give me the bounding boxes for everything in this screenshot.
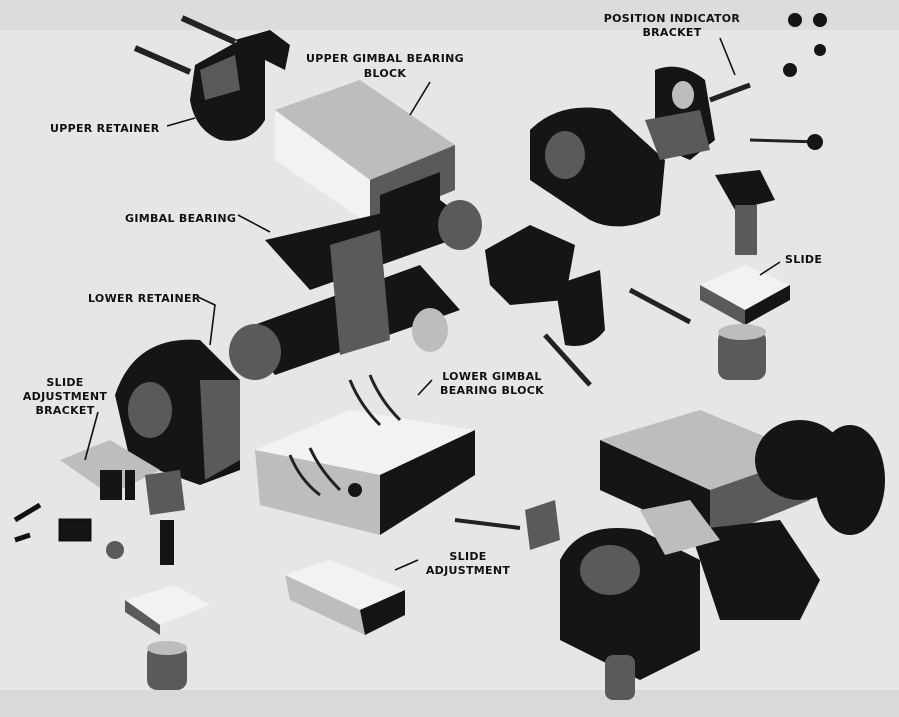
label-slide: SLIDE [785, 253, 822, 266]
lower-gimbal-bearing-block-part [255, 374, 560, 550]
label-position-indicator-bracket-2: BRACKET [642, 26, 701, 39]
label-lower-gimbal-bearing-block-2: BEARING BLOCK [440, 384, 544, 397]
label-slide-adjustment-1: SLIDE [449, 550, 486, 563]
upper-retainer-part [133, 15, 290, 141]
lower-retainer-part [115, 339, 240, 485]
right-retainer-part [485, 107, 692, 387]
label-lower-retainer: LOWER RETAINER [88, 292, 201, 305]
gimbal-bearing-part [229, 200, 482, 380]
label-lower-gimbal-bearing-block-1: LOWER GIMBAL [442, 370, 542, 383]
slide-part-right [700, 170, 790, 380]
label-slide-adjustment-bracket-2: ADJUSTMENT [23, 390, 107, 403]
label-upper-retainer: UPPER RETAINER [50, 122, 160, 135]
label-gimbal-bearing: GIMBAL BEARING [125, 212, 236, 225]
slide-adjustment-part [285, 560, 405, 635]
slide-adjustment-bracket-part [13, 440, 210, 690]
label-slide-adjustment-bracket-3: BRACKET [35, 404, 94, 417]
label-upper-gimbal-bearing-block-2: BLOCK [364, 67, 407, 80]
bottom-scan-band [0, 690, 899, 717]
label-slide-adjustment-2: ADJUSTMENT [426, 564, 510, 577]
top-scan-band [0, 0, 899, 30]
assembled-gimbal-unit [560, 410, 885, 700]
label-slide-adjustment-bracket-1: SLIDE [46, 376, 83, 389]
leader-lines [84, 37, 781, 571]
position-indicator-bracket-part [645, 13, 827, 160]
label-position-indicator-bracket-1: POSITION INDICATOR [604, 12, 741, 25]
upper-gimbal-bearing-block-part [275, 80, 455, 225]
label-upper-gimbal-bearing-block-1: UPPER GIMBAL BEARING [306, 52, 464, 65]
